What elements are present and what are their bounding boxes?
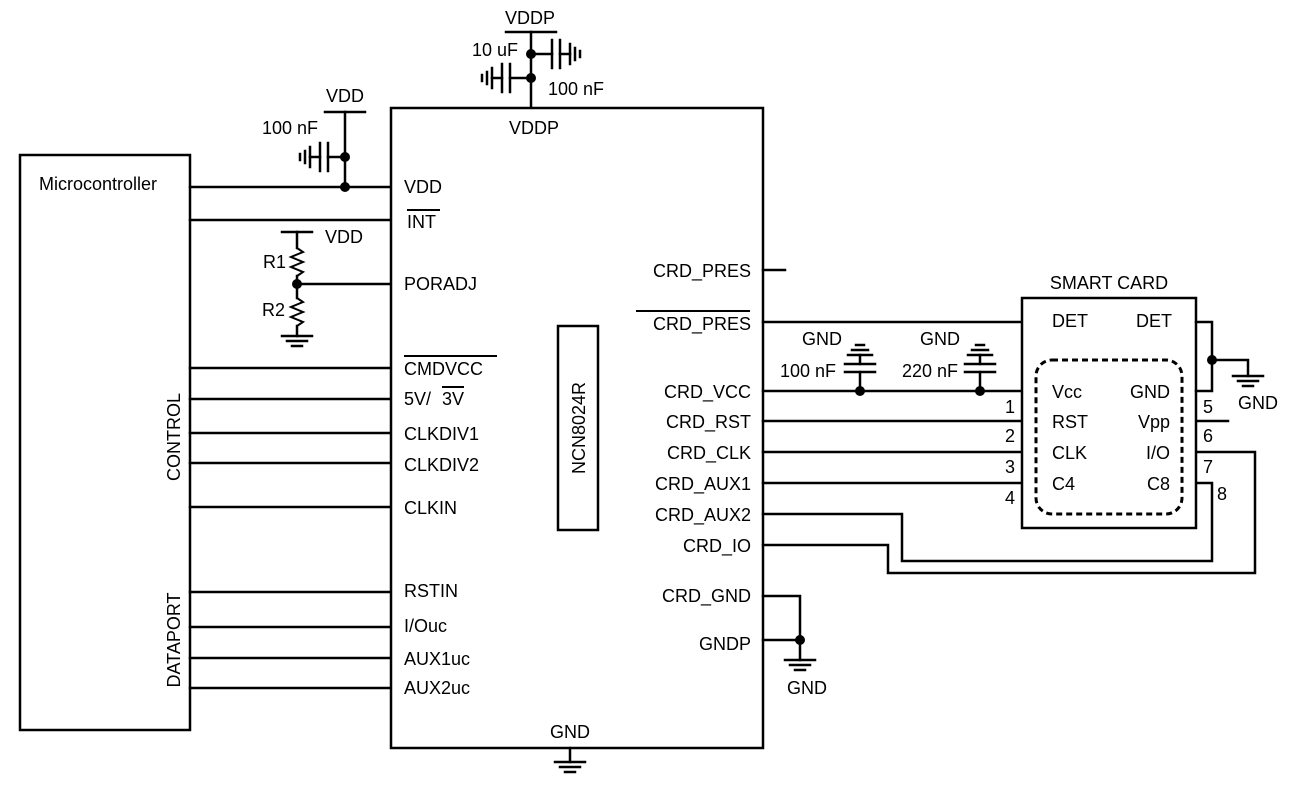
pin-number-6: 6 bbox=[1203, 426, 1213, 446]
gndp-gnd-label: GND bbox=[787, 678, 827, 698]
contact-vpp: Vpp bbox=[1138, 412, 1170, 432]
ncn8024r-ic: VDDP GND NCN8024R VDD INT PORADJ CMDVCC … bbox=[389, 106, 765, 774]
card-vcc-caps: GND 100 nF GND 220 nF bbox=[780, 329, 997, 393]
cap-10uf-label: 10 uF bbox=[472, 40, 518, 60]
pin-number-3: 3 bbox=[1005, 457, 1015, 477]
dataport-group-label: DATAPORT bbox=[164, 592, 184, 687]
pin-crd-aux2: CRD_AUX2 bbox=[655, 505, 751, 526]
poradj-divider: VDD R1 R2 bbox=[262, 227, 393, 348]
pin-int: INT bbox=[407, 212, 436, 232]
contact-clk: CLK bbox=[1052, 443, 1087, 463]
pin-3v: 3V bbox=[442, 389, 464, 409]
vddp-supply: VDDP 10 uF 100 nF bbox=[472, 8, 604, 110]
cap-card-gnd-label-2: GND bbox=[920, 329, 960, 349]
pin-gndp: GNDP bbox=[699, 634, 751, 654]
card-side-wires: GND bbox=[761, 268, 1257, 698]
ic-name: NCN8024R bbox=[569, 382, 589, 474]
card-gnd-label: GND bbox=[1238, 393, 1278, 413]
ic-name-box bbox=[556, 324, 600, 532]
contact-c8: C8 bbox=[1147, 474, 1170, 494]
cap-100nf-vddp-label: 100 nF bbox=[548, 79, 604, 99]
pin-aux2uc: AUX2uc bbox=[404, 678, 470, 698]
pin-5v: 5V/ bbox=[404, 389, 431, 409]
pin-crd-vcc: CRD_VCC bbox=[664, 382, 751, 403]
pin-number-8: 8 bbox=[1217, 484, 1227, 504]
mcu-ic-wires bbox=[188, 185, 393, 690]
vdd-rail-label: VDD bbox=[326, 86, 364, 106]
pin-number-4: 4 bbox=[1005, 488, 1015, 508]
pin-poradj: PORADJ bbox=[404, 274, 477, 294]
pin-vdd: VDD bbox=[404, 177, 442, 197]
smart-card-title: SMART CARD bbox=[1050, 273, 1168, 293]
contact-c4: C4 bbox=[1052, 474, 1075, 494]
contact-io: I/O bbox=[1146, 443, 1170, 463]
ic-gnd-label: GND bbox=[550, 722, 590, 742]
cap-100nf-vdd-label: 100 nF bbox=[262, 118, 318, 138]
pin-aux1uc: AUX1uc bbox=[404, 649, 470, 669]
pin-crd-pres-n: CRD_PRES bbox=[653, 314, 751, 335]
pin-number-5: 5 bbox=[1203, 397, 1213, 417]
microcontroller-title: Microcontroller bbox=[39, 174, 157, 194]
pin-clkdiv1: CLKDIV1 bbox=[404, 424, 479, 444]
cap-card-220nf-label: 220 nF bbox=[902, 361, 958, 381]
pin-crd-aux1: CRD_AUX1 bbox=[655, 474, 751, 495]
det-right: DET bbox=[1136, 311, 1172, 331]
vddp-rail-label: VDDP bbox=[505, 8, 555, 28]
vdd-divider-label: VDD bbox=[325, 227, 363, 247]
pin-io-uc: I/Ouc bbox=[404, 616, 447, 636]
cap-card-100nf-label: 100 nF bbox=[780, 361, 836, 381]
pin-clkin: CLKIN bbox=[404, 498, 457, 518]
pin-rstin: RSTIN bbox=[404, 581, 458, 601]
cap-card-gnd-label-1: GND bbox=[802, 329, 842, 349]
r1-label: R1 bbox=[263, 252, 286, 272]
det-left: DET bbox=[1052, 311, 1088, 331]
ic-vddp-label: VDDP bbox=[509, 118, 559, 138]
pin-crd-gnd: CRD_GND bbox=[662, 586, 751, 607]
control-group-label: CONTROL bbox=[164, 393, 184, 481]
pin-crd-rst: CRD_RST bbox=[666, 412, 751, 433]
pin-cmdvcc: CMDVCC bbox=[404, 359, 483, 379]
pin-number-2: 2 bbox=[1005, 426, 1015, 446]
contact-vcc: Vcc bbox=[1052, 382, 1082, 402]
contact-rst: RST bbox=[1052, 412, 1088, 432]
pin-number-1: 1 bbox=[1005, 397, 1015, 417]
microcontroller-box bbox=[18, 153, 192, 732]
pin-crd-clk: CRD_CLK bbox=[667, 443, 751, 464]
r2-label: R2 bbox=[262, 300, 285, 320]
pin-crd-pres: CRD_PRES bbox=[653, 261, 751, 282]
smart-card-block: SMART CARD DET DET Vcc RST CLK C4 GND Vp… bbox=[1005, 273, 1278, 530]
pin-crd-io: CRD_IO bbox=[683, 536, 751, 557]
vdd-supply: VDD 100 nF bbox=[262, 86, 367, 192]
smart-card-box bbox=[1020, 296, 1198, 530]
contact-gnd: GND bbox=[1130, 382, 1170, 402]
contact-area bbox=[1034, 358, 1184, 516]
microcontroller-block: Microcontroller CONTROL DATAPORT bbox=[18, 153, 192, 732]
pin-number-7: 7 bbox=[1203, 457, 1213, 477]
pin-clkdiv2: CLKDIV2 bbox=[404, 455, 479, 475]
